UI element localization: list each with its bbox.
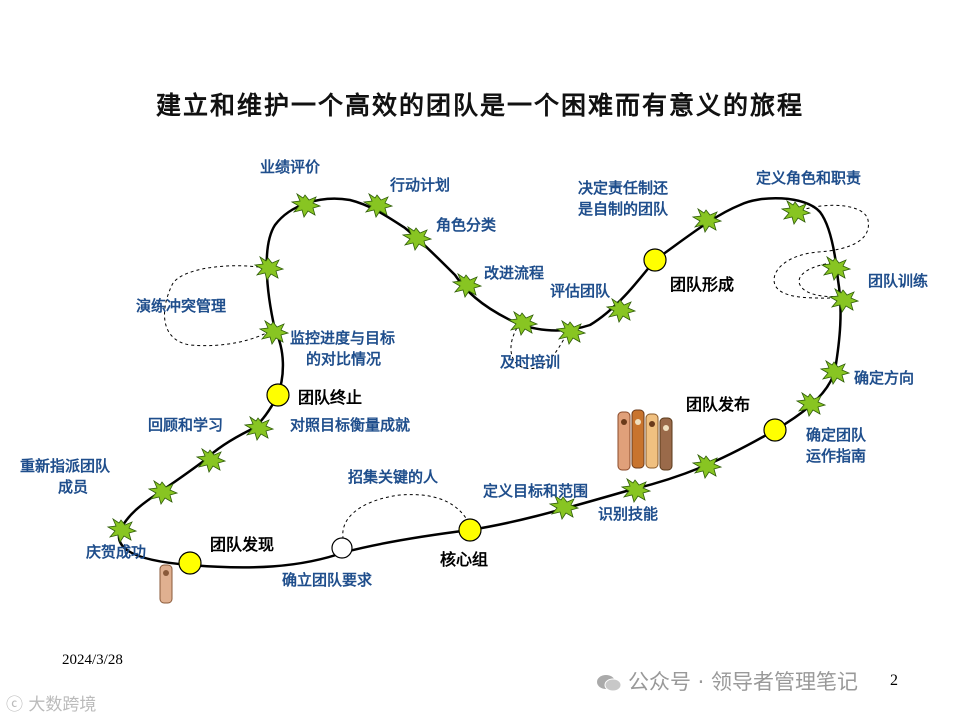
step-accountability-label-1: 决定责任制还 <box>578 179 669 197</box>
dashed-loop-gather <box>343 495 470 545</box>
milestone-form <box>644 249 666 271</box>
step-training-label: 团队训练 <box>868 272 928 290</box>
phase-core-label: 核心组 <box>440 550 488 569</box>
team-group-icon <box>618 410 672 470</box>
starburst-marker <box>108 519 136 542</box>
slide-date: 2024/3/28 <box>62 652 123 669</box>
watermark-right: 公众号 · 领导者管理笔记 <box>596 666 858 696</box>
step-reassign-label-1: 重新指派团队 <box>20 457 111 475</box>
phase-discover-label: 团队发现 <box>210 535 274 554</box>
brand-logo-icon: ⓒ <box>6 695 23 715</box>
step-review-label: 回顾和学习 <box>148 416 223 434</box>
milestone-core <box>459 519 481 541</box>
person-figure-icon <box>160 565 172 603</box>
step-improve-label: 改进流程 <box>484 264 544 282</box>
step-monitor-label-2: 的对比情况 <box>306 350 381 368</box>
step-action-plan-label: 行动计划 <box>389 176 450 194</box>
page-number: 2 <box>890 672 898 690</box>
starburst-marker <box>821 361 849 384</box>
step-guidelines-label-2: 运作指南 <box>806 447 866 465</box>
step-evaluate-label: 评估团队 <box>550 282 611 300</box>
watermark-left: ⓒ 大数跨境 <box>6 690 96 715</box>
step-gather-label: 招集关键的人 <box>348 468 439 486</box>
step-direction-label: 确定方向 <box>854 369 914 387</box>
step-guidelines-label-1: 确定团队 <box>806 426 867 444</box>
starburst-marker <box>149 481 177 504</box>
starburst-marker <box>693 455 721 478</box>
step-celebrate-label: 庆贺成功 <box>86 543 146 561</box>
step-roles-label: 定义角色和职责 <box>756 169 861 187</box>
starburst-marker <box>197 449 225 472</box>
starburst-marker <box>557 321 585 344</box>
wechat-icon <box>596 673 622 693</box>
dashed-loop-training <box>774 205 868 298</box>
step-requirements-label: 确立团队要求 <box>282 571 373 589</box>
milestone-launch <box>764 419 786 441</box>
milestone-discover <box>179 552 201 574</box>
step-performance-label: 业绩评价 <box>260 158 321 176</box>
starburst-marker <box>292 194 320 217</box>
step-define-goals-label: 定义目标和范围 <box>483 482 588 500</box>
milestone-end <box>267 384 289 406</box>
phase-end-label: 团队终止 <box>298 388 362 407</box>
phase-launch-label: 团队发布 <box>686 395 750 414</box>
starburst-marker <box>830 289 858 312</box>
starburst-marker <box>822 257 850 280</box>
starburst-marker <box>782 201 810 224</box>
starburst-marker <box>245 417 273 440</box>
step-role-class-label: 角色分类 <box>436 216 497 234</box>
step-accountability-label-2: 是自制的团队 <box>577 200 669 218</box>
milestone-requirements <box>332 538 352 558</box>
step-timely-training-label: 及时培训 <box>500 353 560 371</box>
step-compare-label: 对照目标衡量成就 <box>290 416 410 434</box>
starburst-marker <box>509 312 537 335</box>
watermark-right-text: 公众号 · 领导者管理笔记 <box>628 670 858 694</box>
step-monitor-label-1: 监控进度与目标 <box>290 329 395 347</box>
watermark-left-text: 大数跨境 <box>28 695 96 715</box>
journey-path <box>119 198 841 567</box>
step-identify-skills-label: 识别技能 <box>598 505 658 523</box>
phase-form-label: 团队形成 <box>670 275 734 294</box>
starburst-marker <box>260 321 288 344</box>
starburst-marker <box>255 257 283 280</box>
step-conflict-label: 演练冲突管理 <box>136 297 226 315</box>
step-reassign-label-2: 成员 <box>58 478 88 496</box>
